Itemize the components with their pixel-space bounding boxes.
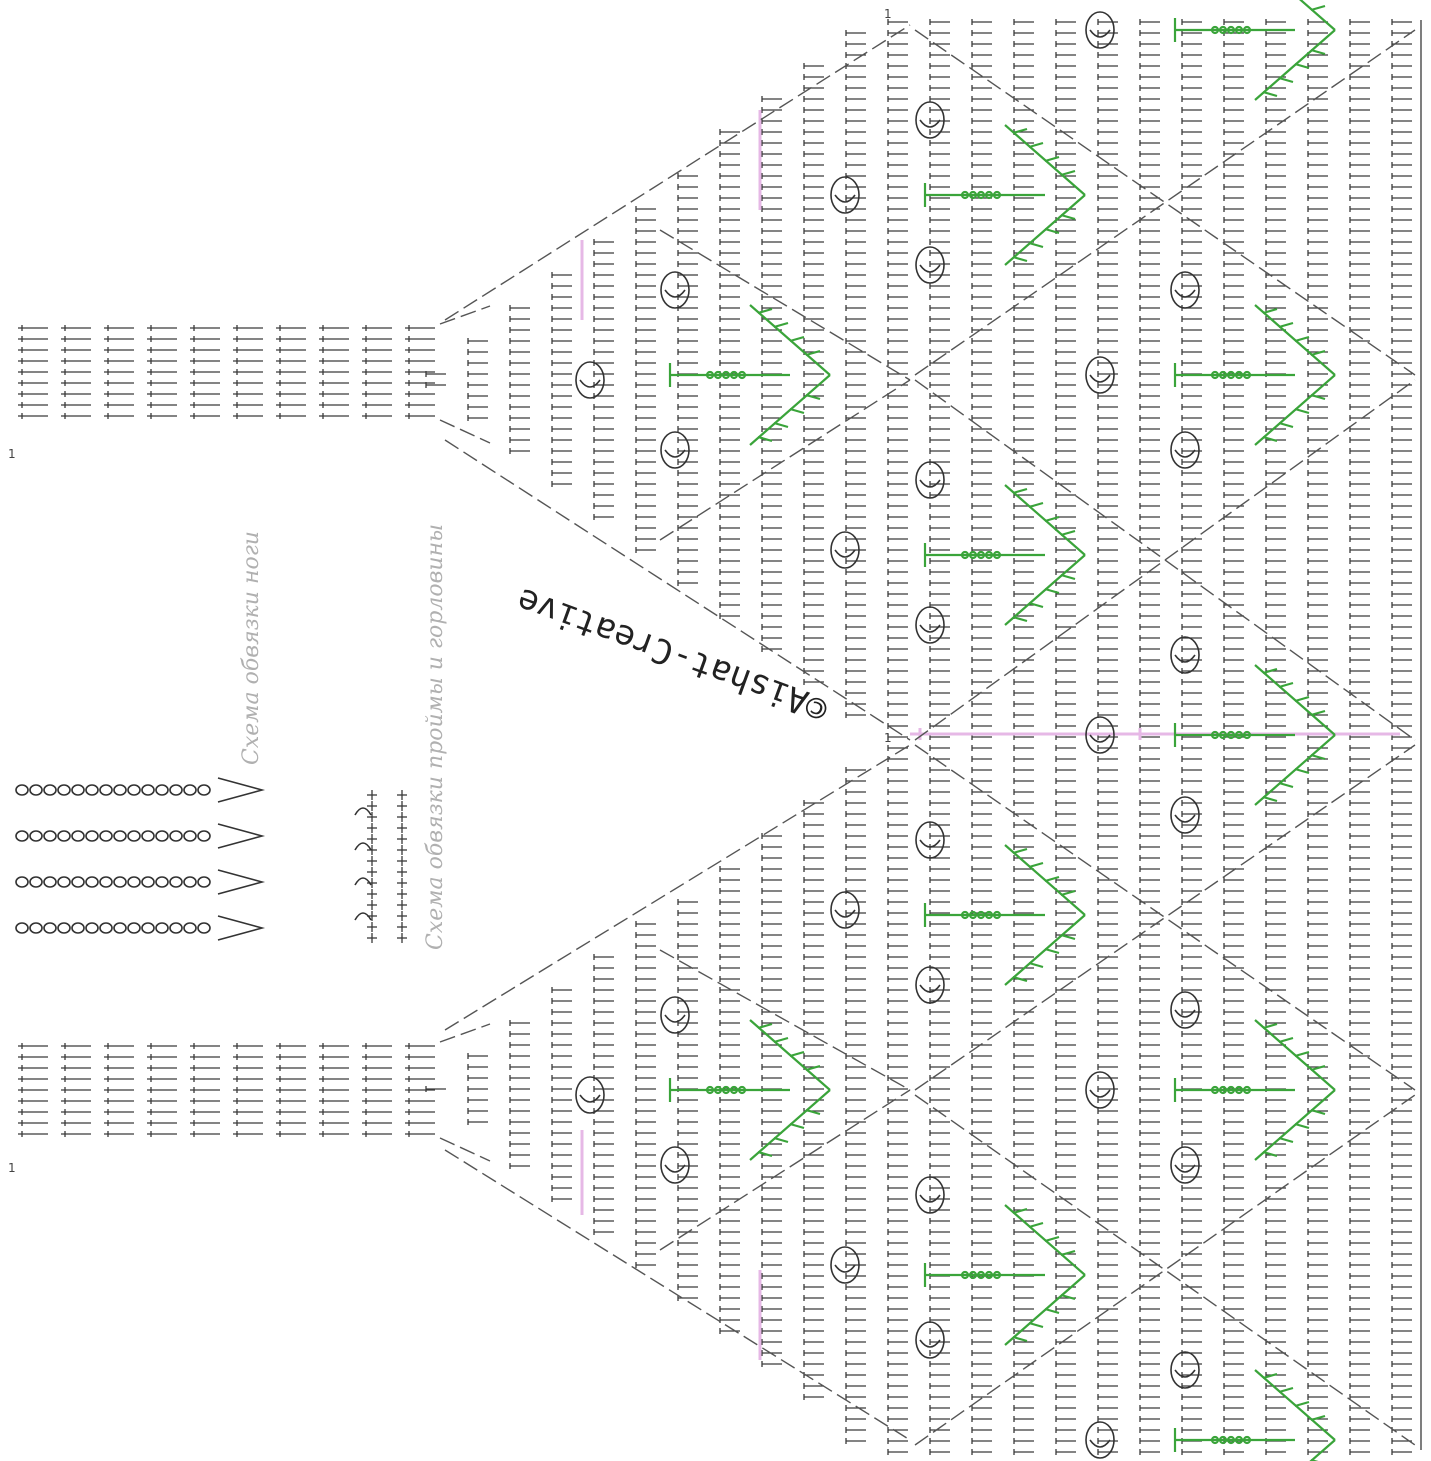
flower-motif (1175, 305, 1335, 445)
motif-tick (774, 423, 788, 427)
flower-motif (925, 845, 1085, 985)
outline-guide (660, 1090, 910, 1250)
outline-guide (445, 1150, 910, 1440)
motif-tick (790, 1124, 804, 1128)
motif-tick (790, 409, 804, 413)
motif-tick (1295, 337, 1309, 341)
motif-tick (1045, 1237, 1059, 1241)
motif-tick (1029, 963, 1043, 967)
flower-motif (1175, 1020, 1335, 1160)
motif-tick (1279, 423, 1293, 427)
stitch-grid (426, 19, 1421, 1455)
motif-tick (1013, 489, 1027, 493)
motif-tick (1029, 243, 1043, 247)
motif-tick (1045, 517, 1059, 521)
motif-tick (1029, 1223, 1043, 1227)
motif-tick (1279, 683, 1293, 687)
motif-tick (1045, 157, 1059, 161)
outline-guide (660, 950, 910, 1090)
flower-motif (925, 125, 1085, 265)
motif-tick (774, 323, 788, 327)
motif-tick (1263, 1024, 1277, 1028)
motif-tick (1295, 409, 1309, 413)
flower-motif (925, 1205, 1085, 1345)
motif-tick (1279, 1138, 1293, 1142)
motif-tick (790, 1052, 804, 1056)
motif-tick (774, 1038, 788, 1042)
motif-tick (1061, 215, 1075, 219)
motif-tick (1061, 575, 1075, 579)
flower-motifs (670, 0, 1335, 1461)
motif-tick (1029, 1323, 1043, 1327)
motif-tick (758, 1024, 772, 1028)
motif-tick (774, 1138, 788, 1142)
motif-tick (1045, 949, 1059, 953)
motif-tick (1279, 1038, 1293, 1042)
motif-tick (1263, 309, 1277, 313)
motif-tick (1029, 863, 1043, 867)
motif-tick (1295, 1124, 1309, 1128)
motif-tick (1045, 589, 1059, 593)
motif-tick (1279, 323, 1293, 327)
motif-tick (1061, 171, 1075, 175)
motif-tick (1013, 849, 1027, 853)
motif-tick (758, 309, 772, 313)
motif-tick (1013, 1337, 1027, 1341)
motif-tick (1295, 769, 1309, 773)
motif-tick (1295, 697, 1309, 701)
motif-tick (1029, 503, 1043, 507)
motif-tick (1295, 1052, 1309, 1056)
motif-tick (1279, 783, 1293, 787)
motif-tick (790, 337, 804, 341)
motif-tick (1061, 531, 1075, 535)
flower-motif (670, 305, 830, 445)
outline-guide (660, 380, 910, 540)
motif-tick (1013, 257, 1027, 261)
motif-tick (1263, 797, 1277, 801)
motif-tick (1013, 617, 1027, 621)
flower-motif (670, 1020, 830, 1160)
